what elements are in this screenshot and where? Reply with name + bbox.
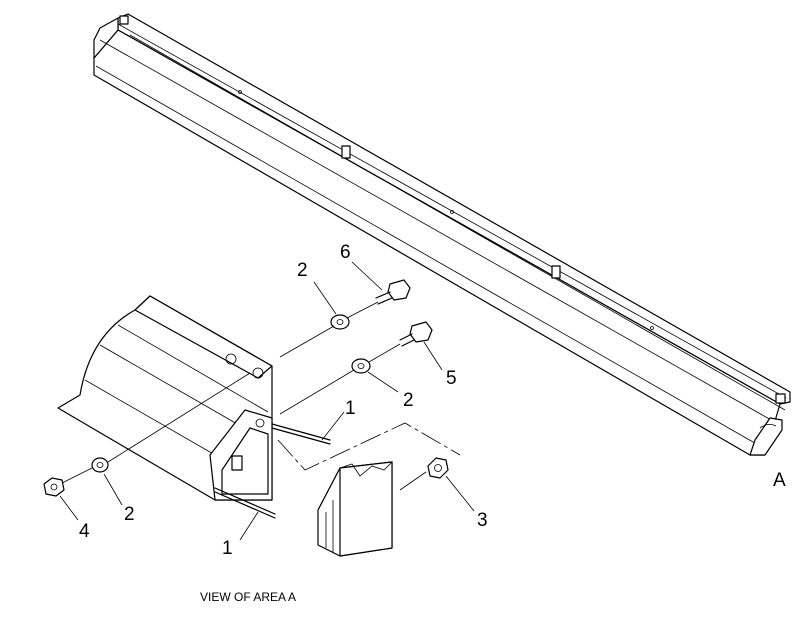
area-label: A — [773, 470, 786, 491]
callout-1-lower: 1 — [222, 538, 233, 559]
view-caption: VIEW OF AREA A — [200, 590, 296, 604]
callout-2-upper: 2 — [297, 260, 308, 281]
long-rail — [93, 13, 791, 456]
bolt-5 — [399, 321, 433, 347]
assembly-lines — [61, 301, 461, 491]
rod-upper — [271, 423, 331, 445]
short-rail-section — [57, 295, 273, 501]
callout-2-middle: 2 — [403, 390, 414, 411]
nut-4 — [43, 477, 65, 497]
callout-3: 3 — [477, 510, 488, 531]
washer-middle — [351, 358, 371, 374]
washer-upper — [330, 314, 350, 330]
callout-6: 6 — [340, 242, 351, 263]
callout-4: 4 — [79, 521, 90, 542]
callout-5: 5 — [446, 368, 457, 389]
rod-lower — [214, 487, 276, 519]
nut-3 — [427, 457, 449, 479]
callout-2-lower: 2 — [124, 504, 135, 525]
bolt-6 — [375, 279, 411, 305]
callout-1-upper: 1 — [345, 398, 356, 419]
leader-lines — [59, 261, 475, 541]
washer-left — [91, 457, 109, 473]
end-cap — [317, 461, 393, 557]
